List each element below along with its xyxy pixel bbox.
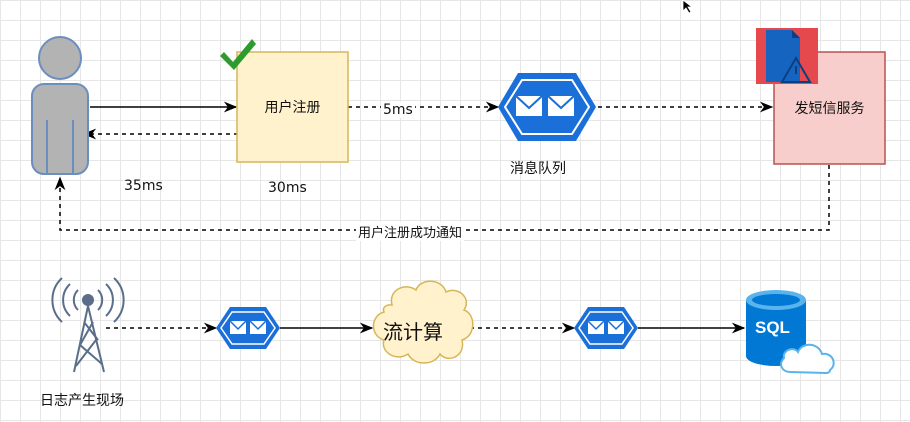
user-register-box[interactable] <box>236 51 349 163</box>
edge-sms-notify-user[interactable] <box>54 165 830 231</box>
sql-text: SQL <box>755 318 790 337</box>
antenna-tower-icon[interactable] <box>51 277 125 373</box>
node-label: 用户注册 <box>264 100 321 116</box>
user-time-label: 35ms <box>124 178 163 194</box>
person-icon[interactable] <box>31 36 89 175</box>
document-warning-icon <box>756 28 818 84</box>
stream-compute-label: 流计算 <box>383 320 443 344</box>
log-source-label: 日志产生现场 <box>40 393 124 409</box>
sql-database-icon[interactable] <box>746 290 835 375</box>
queue-icon[interactable] <box>574 307 638 349</box>
message-queue-label: 消息队列 <box>510 161 566 177</box>
queue-icon[interactable] <box>216 307 280 349</box>
mouse-cursor-icon <box>682 0 694 14</box>
sms-service-label: 发短信服务 <box>774 52 885 164</box>
stream-compute-cloud[interactable] <box>372 280 474 364</box>
node-label: 发短信服务 <box>794 101 865 117</box>
check-icon <box>220 39 256 70</box>
cloud-shape <box>780 343 835 375</box>
queue-icon[interactable] <box>498 73 596 141</box>
edge-label-5ms: 5ms <box>381 102 415 118</box>
register-time-label: 30ms <box>268 180 307 196</box>
user-register-label: 用户注册 <box>237 52 348 162</box>
notify-edge-label: 用户注册成功通知 <box>356 222 465 241</box>
